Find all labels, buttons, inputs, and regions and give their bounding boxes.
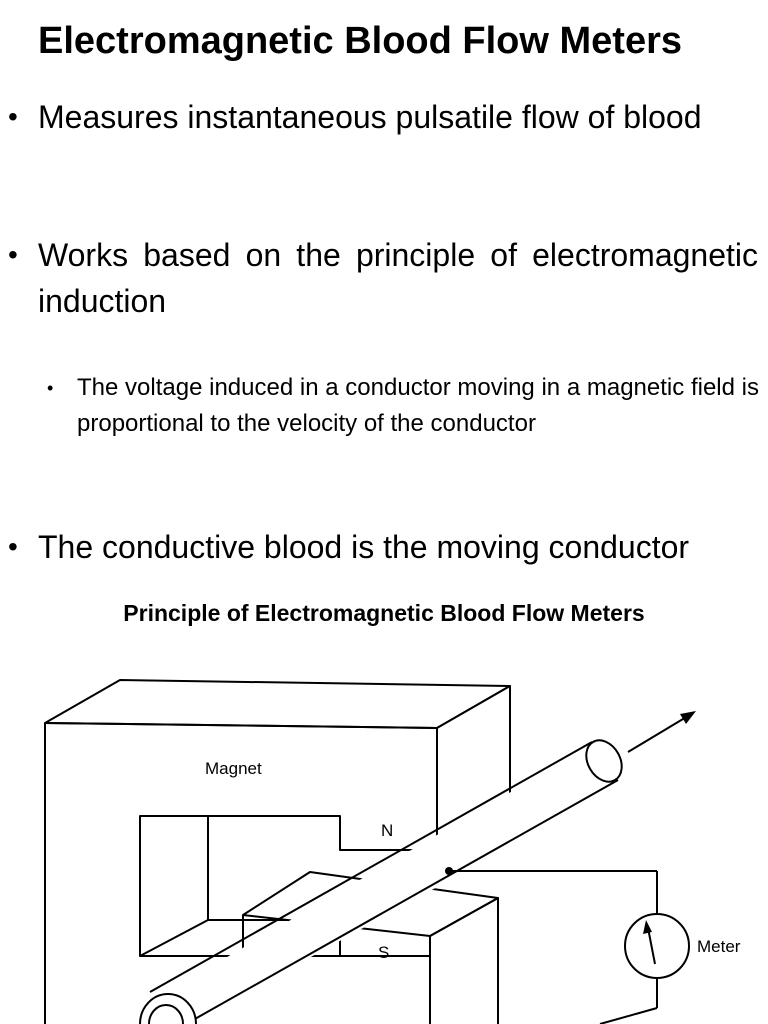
- bullet-item: • The conductive blood is the moving con…: [8, 524, 768, 570]
- bullet-text: The conductive blood is the moving condu…: [38, 529, 690, 565]
- bullet-dot: •: [8, 101, 18, 132]
- sub-bullet-text: The voltage induced in a conductor movin…: [77, 374, 759, 437]
- sub-bullet-dot: •: [47, 378, 54, 398]
- bullet-item: • Works based on the principle of electr…: [8, 232, 758, 324]
- bullet-text: Measures instantaneous pulsatile flow of…: [38, 99, 702, 135]
- bullet-dot: •: [8, 531, 18, 562]
- north-pole-label: N: [381, 821, 393, 840]
- figure-caption: Principle of Electromagnetic Blood Flow …: [123, 600, 645, 626]
- meter-dial-icon: [624, 913, 690, 979]
- magnet-label: Magnet: [205, 759, 262, 778]
- south-pole-label: S: [378, 943, 389, 962]
- blood-vessel: [139, 739, 623, 1024]
- flow-arrow: [627, 711, 696, 753]
- bullet-text: Works based on the principle of electrom…: [38, 237, 758, 319]
- flow-meter-diagram: Magnet N S Meter: [0, 640, 768, 1024]
- bullet-dot: •: [8, 239, 18, 270]
- meter-wiring: [445, 867, 658, 1024]
- slide-title: Electromagnetic Blood Flow Meters: [38, 20, 682, 62]
- meter-label: Meter: [697, 937, 741, 956]
- sub-bullet-item: • The voltage induced in a conductor mov…: [47, 370, 759, 442]
- bullet-item: • Measures instantaneous pulsatile flow …: [8, 94, 758, 140]
